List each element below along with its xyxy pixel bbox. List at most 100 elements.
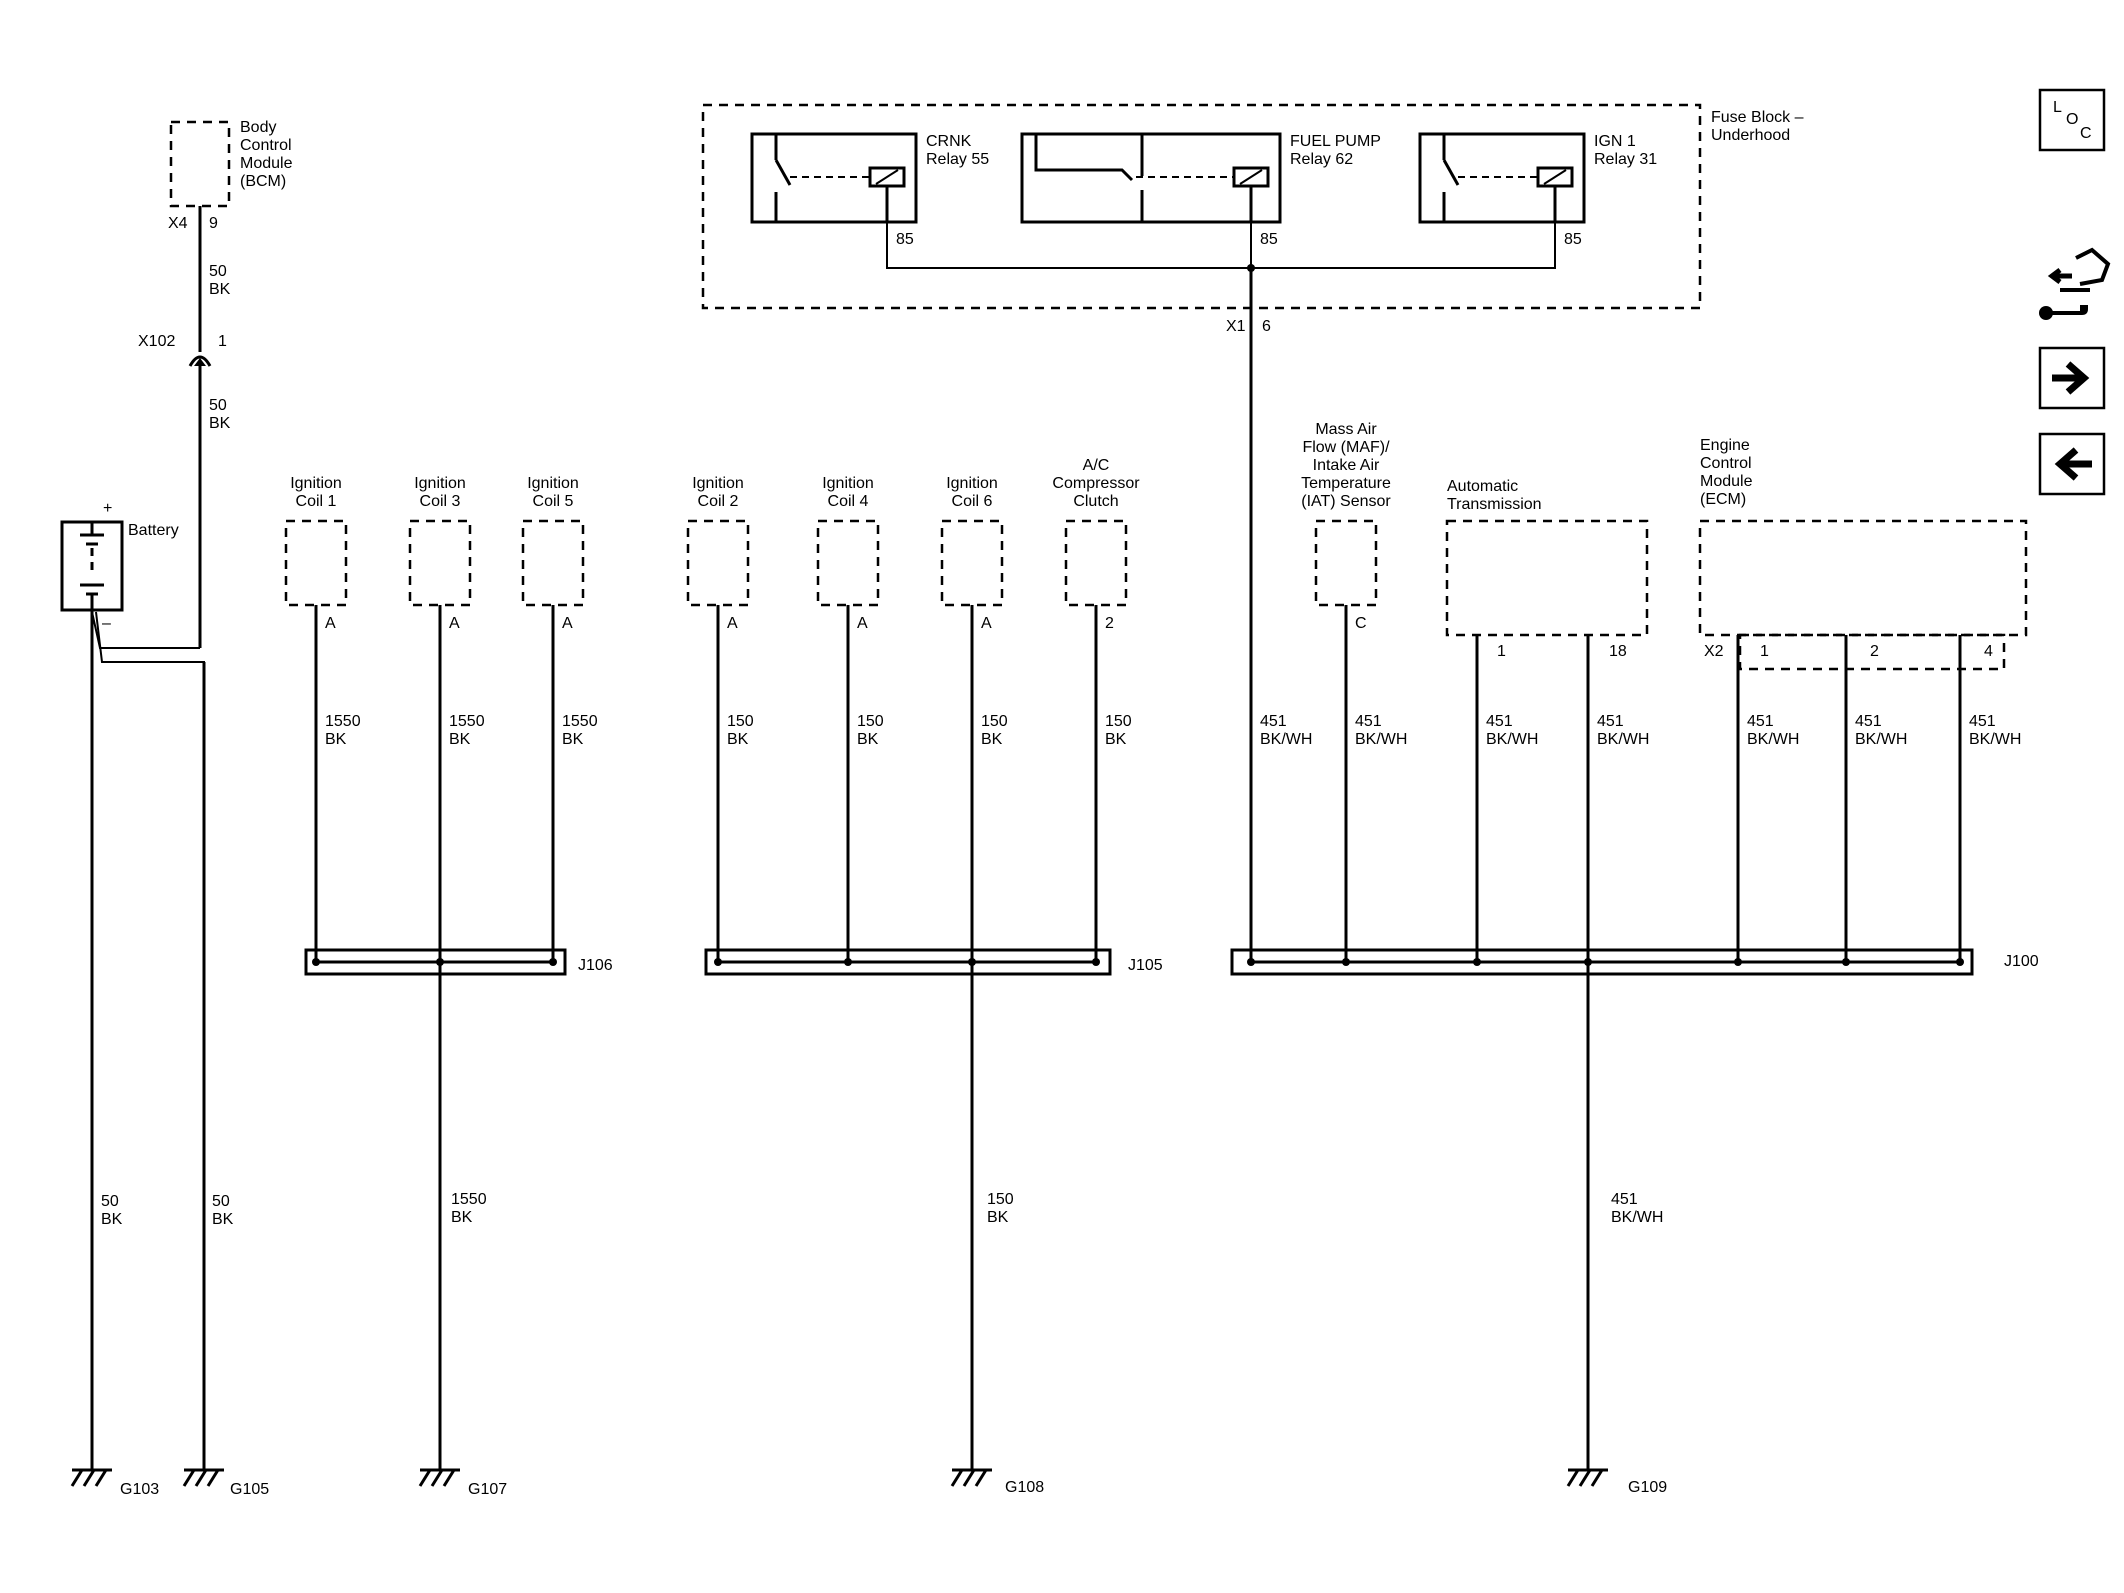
wire-13-color: BK/WH <box>1855 731 1907 748</box>
fuse-block-label-2: Underhood <box>1711 127 1790 144</box>
wire-8-circuit: 451 <box>1260 713 1287 730</box>
wire-12-circuit: 451 <box>1747 713 1774 730</box>
splice-point <box>312 958 320 966</box>
relay-ign1-pin: 85 <box>1564 231 1582 248</box>
ignition-coil-5-pin: A <box>562 615 573 632</box>
wire-11-circuit: 451 <box>1597 713 1624 730</box>
g105-wire-circuit: 50 <box>212 1193 230 1210</box>
ground-symbol-g108 <box>950 1468 992 1487</box>
grounds-layer <box>70 1468 1608 1487</box>
bcm-label-1: Body <box>240 119 276 136</box>
wire-7-color: BK <box>1105 731 1127 748</box>
ac-compressor-clutch-label-3: Clutch <box>1073 493 1118 510</box>
maf-iat-sensor-label-2: Flow (MAF)/ <box>1302 439 1390 456</box>
x102-pin: 1 <box>218 333 227 350</box>
wire-5-color: BK <box>857 731 879 748</box>
ecm-outline <box>1698 519 2028 637</box>
bcm-module: Body Control Module (BCM) X4 9 <box>168 119 293 232</box>
arrow-left-icon <box>2054 447 2092 481</box>
g103-wire-color: BK <box>101 1211 123 1228</box>
bcm-label-2: Control <box>240 137 292 154</box>
relay-crnk-switch <box>774 159 792 186</box>
ground-symbol-g109 <box>1566 1468 1608 1487</box>
battery: + Battery – <box>60 500 179 632</box>
g107-wire-color: BK <box>451 1209 473 1226</box>
maf-iat-sensor-pin: C <box>1355 615 1367 632</box>
bcm-label-4: (BCM) <box>240 173 286 190</box>
bcm-connector: X4 <box>168 215 188 232</box>
splice-point <box>1092 958 1100 966</box>
ecm-label-4: (ECM) <box>1700 491 1746 508</box>
bcm-outline <box>169 120 231 208</box>
splice-point <box>1734 958 1742 966</box>
g109-wire-color: BK/WH <box>1611 1209 1663 1226</box>
ground-symbol-g103 <box>70 1468 112 1487</box>
wire-3-circuit: 1550 <box>562 713 598 730</box>
wire-11-color: BK/WH <box>1597 731 1649 748</box>
ac-compressor-clutch-outline <box>1064 519 1128 607</box>
splice-pack-j100 <box>1230 948 1974 1470</box>
wire-8-color: BK/WH <box>1260 731 1312 748</box>
ignition-coil-1-label-2: Coil 1 <box>296 493 337 510</box>
ignition-coil-5-label-1: Ignition <box>527 475 579 492</box>
back-button[interactable] <box>2038 432 2106 496</box>
wire-12-color: BK/WH <box>1747 731 1799 748</box>
g103-wire-circuit: 50 <box>101 1193 119 1210</box>
ignition-coil-6-outline <box>940 519 1004 607</box>
splice-j105-label: J105 <box>1128 957 1163 974</box>
wire-5-circuit: 150 <box>857 713 884 730</box>
splice-j100-label: J100 <box>2004 953 2039 970</box>
ignition-coil-2-pin: A <box>727 615 738 632</box>
maf-iat-sensor-label-4: Temperature <box>1301 475 1391 492</box>
wire-4-circuit: 150 <box>727 713 754 730</box>
g109-wire-circuit: 451 <box>1611 1191 1638 1208</box>
g108-wire-color: BK <box>987 1209 1009 1226</box>
g108-wire-circuit: 150 <box>987 1191 1014 1208</box>
wire-4-color: BK <box>727 731 749 748</box>
trans-label-2: Transmission <box>1447 496 1542 513</box>
wire-2-color: BK <box>449 731 471 748</box>
location-button[interactable]: L O C <box>2038 88 2106 152</box>
loc-letter-c: C <box>2080 125 2092 142</box>
engine-control-module: Engine Control Module (ECM) X2 1 2 4 <box>1698 437 2028 671</box>
splice-point <box>1473 958 1481 966</box>
wire-7-circuit: 150 <box>1105 713 1132 730</box>
relay-crnk-label-1: CRNK <box>926 133 972 150</box>
splice-pack-j105 <box>704 948 1112 1470</box>
maf-iat-sensor-outline <box>1314 519 1378 607</box>
wire-14-color: BK/WH <box>1969 731 2021 748</box>
bcm-wire-color: BK <box>209 281 231 298</box>
ac-compressor-clutch-label-2: Compressor <box>1052 475 1140 492</box>
fuse-block-outline <box>701 103 1702 310</box>
trans-pin-1: 1 <box>1497 643 1506 660</box>
relay-ign1-label-2: Relay 31 <box>1594 151 1657 168</box>
loc-letter-o: O <box>2066 111 2078 128</box>
ignition-coil-5-outline <box>521 519 585 607</box>
ignition-coil-2-label-2: Coil 2 <box>698 493 739 510</box>
battery-plus: + <box>103 500 112 517</box>
ecm-pin-1: 1 <box>1760 643 1769 660</box>
x102-wire-color: BK <box>209 415 231 432</box>
battery-g105-wire <box>95 611 205 1470</box>
forward-button[interactable] <box>2038 346 2106 410</box>
wire-1-color: BK <box>325 731 347 748</box>
trans-outline <box>1445 519 1649 637</box>
ignition-coil-6-label-1: Ignition <box>946 475 998 492</box>
splice-pack-j106 <box>304 948 567 1470</box>
relay-fuel-pump: FUEL PUMP Relay 62 85 <box>1020 132 1381 248</box>
ignition-coil-3-pin: A <box>449 615 460 632</box>
ignition-coil-3-label-2: Coil 3 <box>420 493 461 510</box>
relay-crnk-label-2: Relay 55 <box>926 151 989 168</box>
relay-ign1-label-1: IGN 1 <box>1594 133 1636 150</box>
ecm-x2-connector-outline <box>1738 633 2006 671</box>
maf-iat-sensor-label-3: Intake Air <box>1313 457 1380 474</box>
wrench-connector-icon[interactable] <box>2039 247 2111 320</box>
bcm-wire-circuit: 50 <box>209 263 227 280</box>
ground-symbol-g105 <box>182 1468 224 1487</box>
